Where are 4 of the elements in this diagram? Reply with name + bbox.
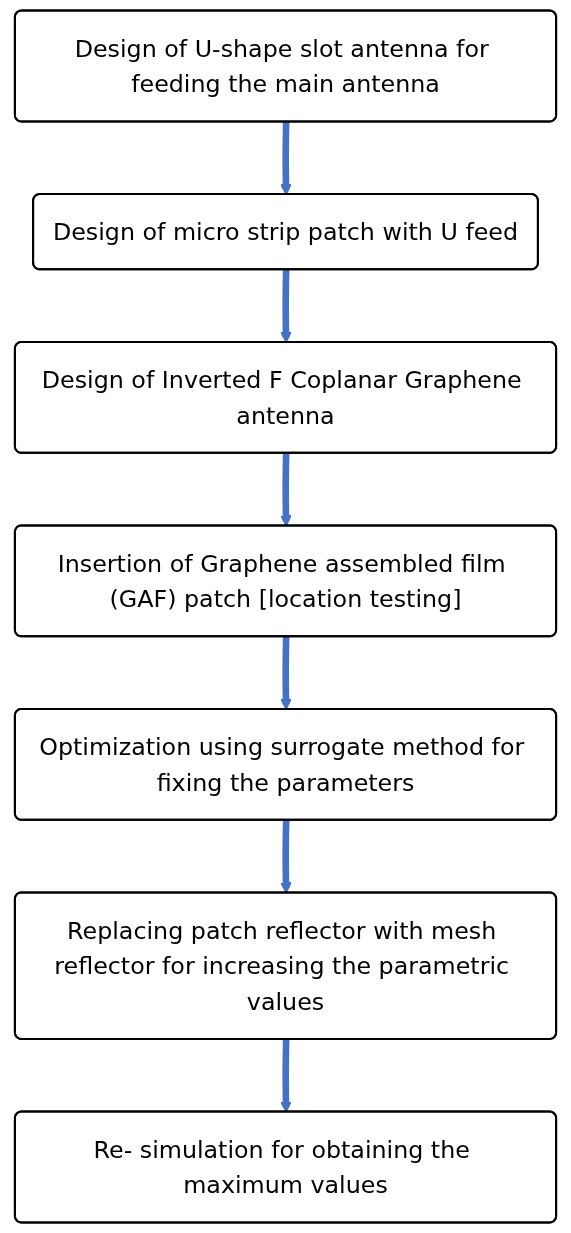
arrow — [280, 122, 292, 196]
arrow — [280, 820, 292, 894]
arrow — [280, 1039, 292, 1113]
arrow — [280, 453, 292, 527]
